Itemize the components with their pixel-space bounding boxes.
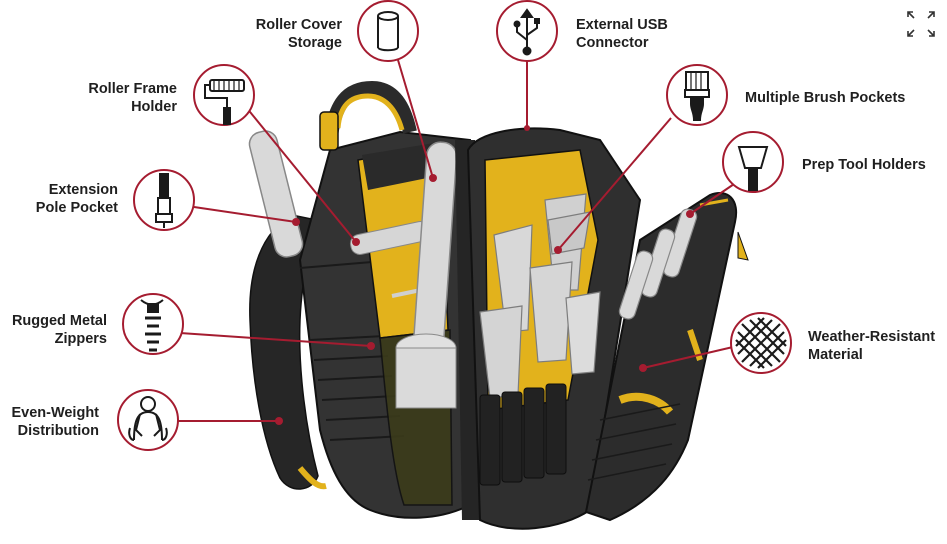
paint-brush-icon [684, 71, 710, 121]
label-multiple-brush-pockets: Multiple Brush Pockets [745, 90, 906, 106]
person-backpack-icon [128, 396, 168, 441]
leader-ext-pole [193, 206, 297, 223]
leader-roller-cover [397, 59, 434, 179]
leader-roller-frame [245, 106, 357, 243]
label-prep-tool-holders: Prep Tool Holders [802, 157, 926, 173]
backpack-illustration [248, 80, 749, 530]
usb-icon [513, 8, 540, 56]
roller-cover-icon [377, 11, 399, 52]
woven-fabric-icon [735, 317, 787, 369]
leader-brushes [557, 117, 672, 251]
paint-roller-icon [204, 79, 245, 125]
expand-button[interactable] [905, 9, 937, 39]
leader-dots [275, 125, 694, 425]
putty-knife-icon [737, 146, 769, 191]
extension-pole-icon [155, 173, 173, 228]
expand-icon [907, 11, 935, 37]
leader-lines [178, 59, 738, 422]
zipper-icon [140, 299, 164, 352]
leader-zippers [179, 332, 372, 347]
leader-weather [642, 346, 734, 369]
leader-prep-tools [689, 181, 738, 215]
